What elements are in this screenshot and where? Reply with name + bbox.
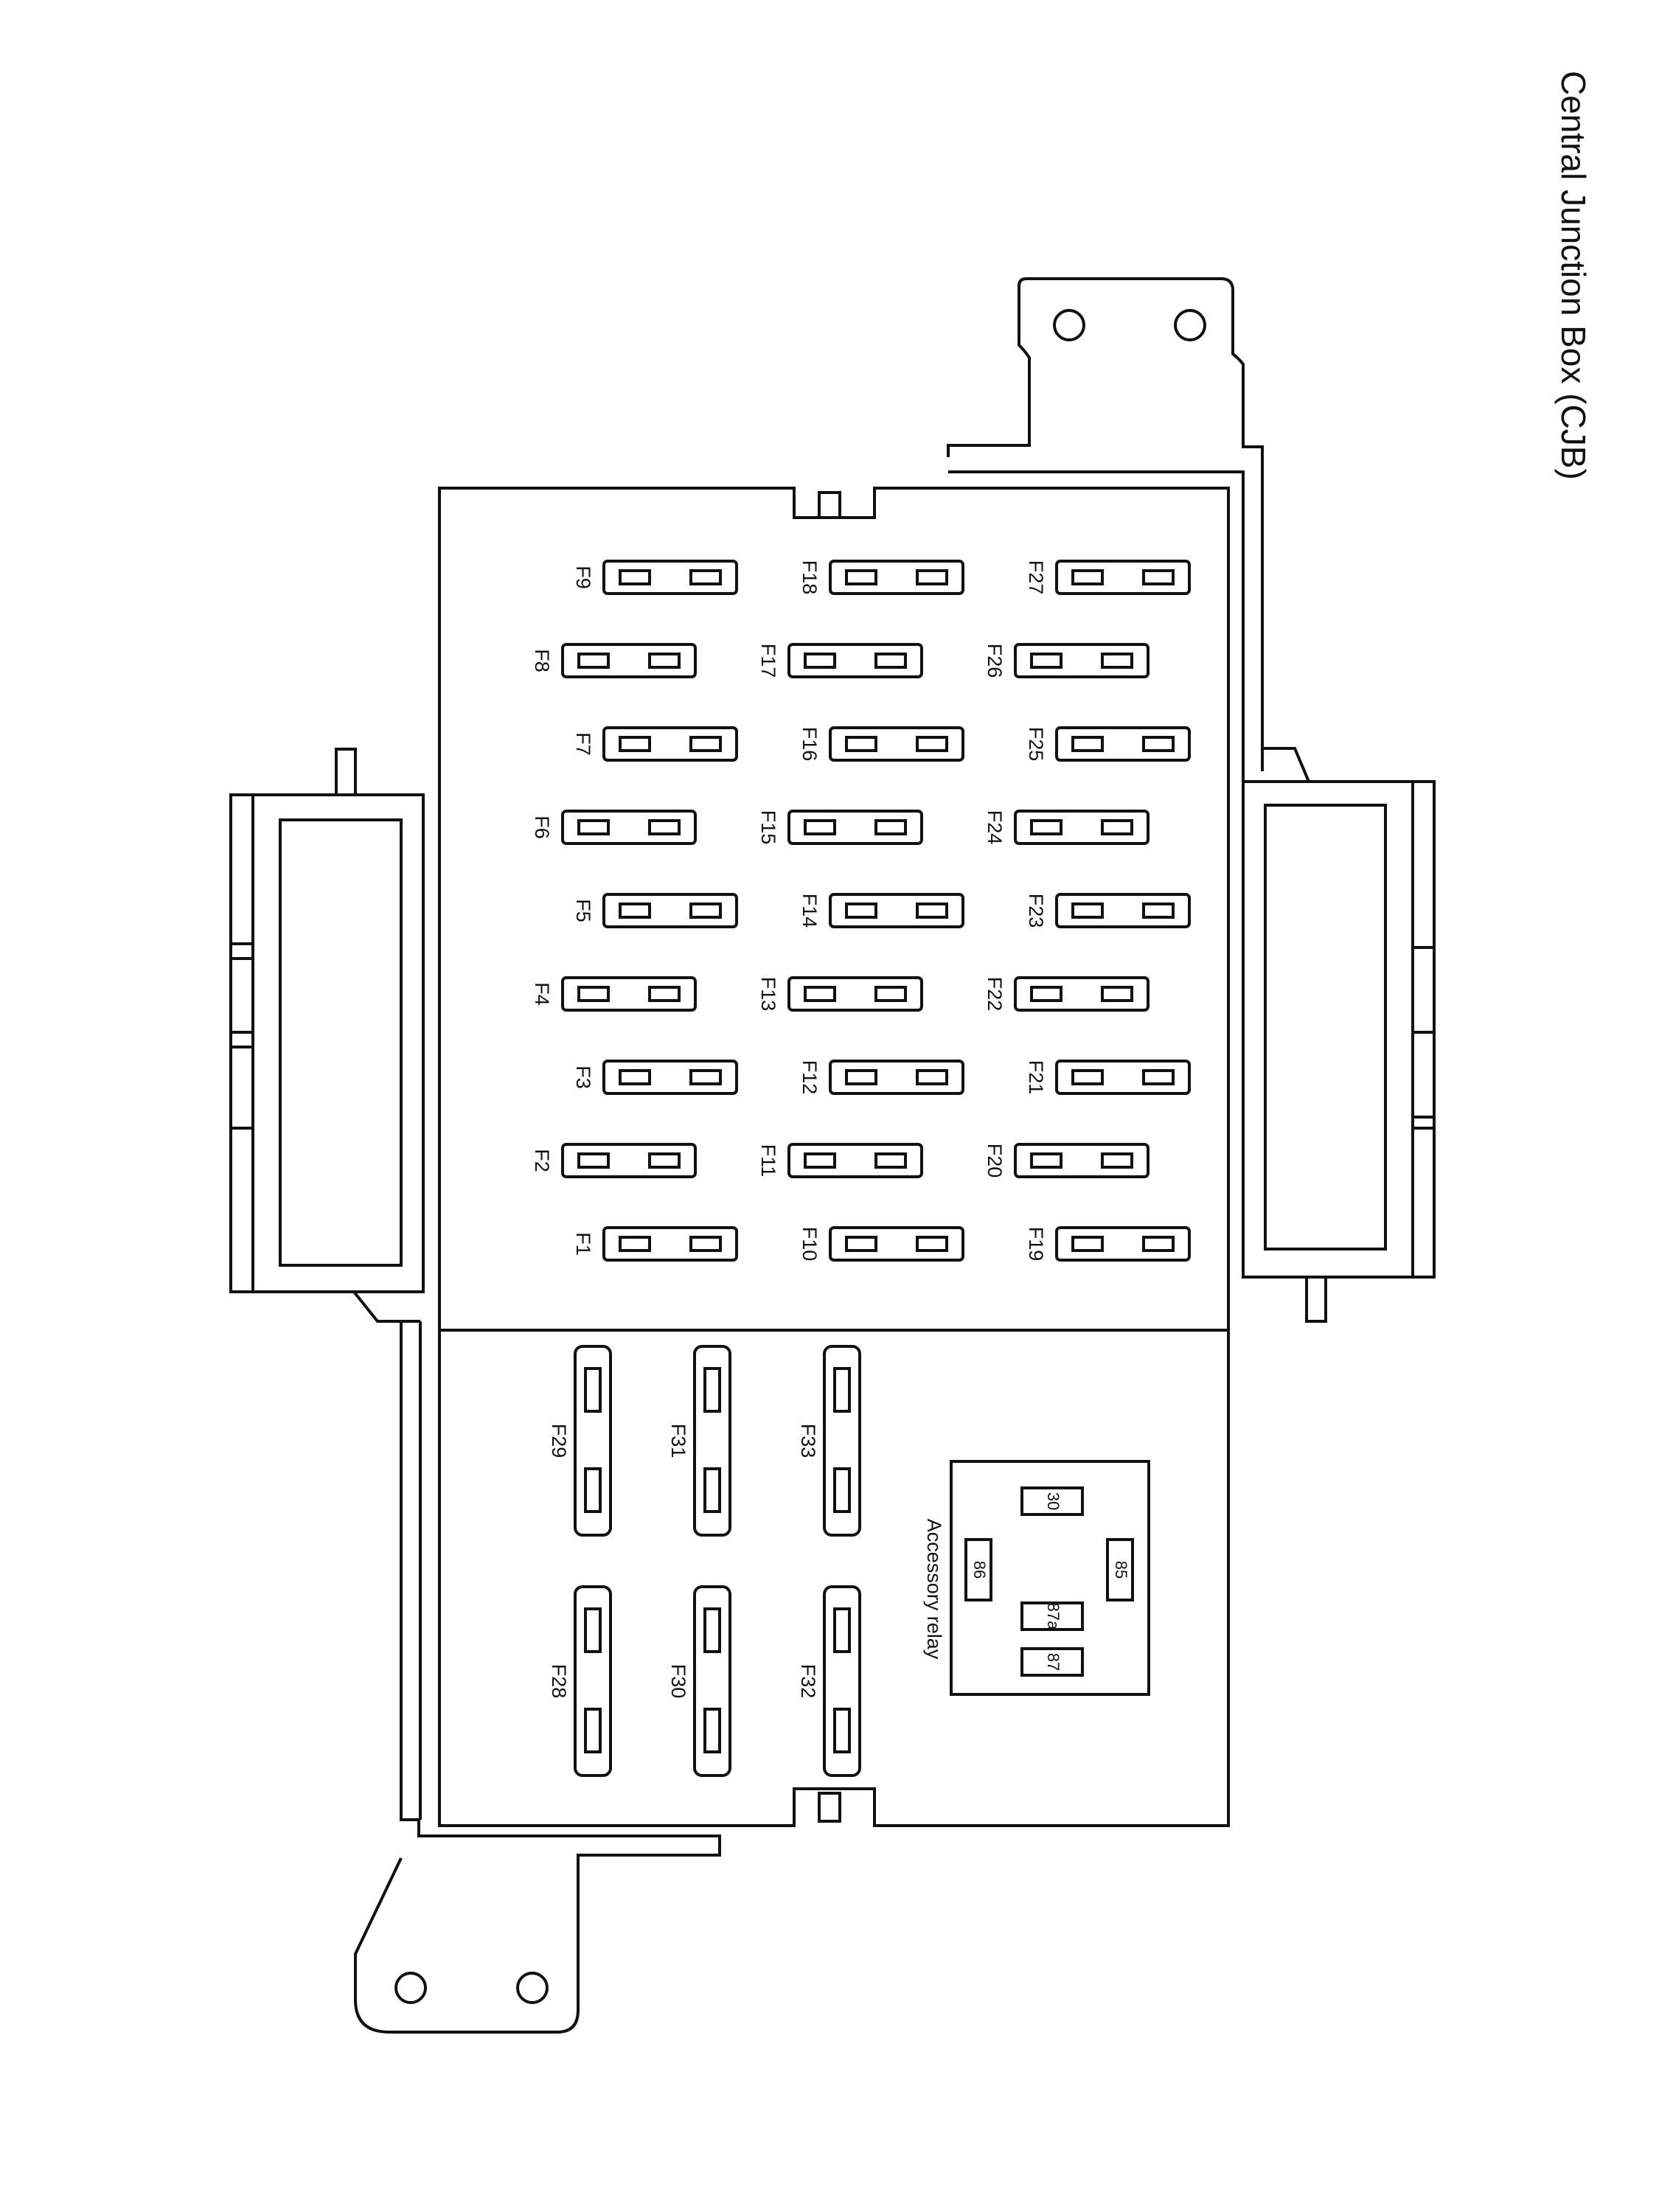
fuse-f2: F2 <box>531 1143 697 1178</box>
fuse-label: F29 <box>548 1424 570 1458</box>
relay-pin-label: 85 <box>1112 1561 1130 1579</box>
fuse-f14: F14 <box>799 893 964 928</box>
relay-pin-label: 30 <box>1044 1492 1062 1510</box>
fuse-f31: F31 <box>667 1345 731 1537</box>
mount-hole-icon <box>394 1972 427 2004</box>
fuse-label: F14 <box>799 894 821 928</box>
mount-hole-icon <box>1053 309 1085 341</box>
fuse-label: F18 <box>799 560 821 595</box>
fuse-f32: F32 <box>797 1585 861 1777</box>
fuse-label: F5 <box>572 899 594 922</box>
fuse-label: F15 <box>757 810 779 845</box>
relay-pin-label: 86 <box>970 1561 989 1579</box>
fuse-label: F32 <box>797 1664 819 1699</box>
fuse-f19: F19 <box>1025 1226 1191 1262</box>
fuse-label: F26 <box>984 644 1006 678</box>
fuse-label: F6 <box>531 815 553 839</box>
fuse-f3: F3 <box>572 1060 738 1095</box>
fuse-f18: F18 <box>799 560 964 595</box>
fuse-f23: F23 <box>1025 893 1191 928</box>
relay-pin-86: 86 <box>964 1538 992 1601</box>
fuse-label: F20 <box>984 1144 1006 1178</box>
fuse-label: F30 <box>667 1664 689 1699</box>
fuse-label: F17 <box>757 644 779 678</box>
fuse-f15: F15 <box>757 810 923 845</box>
bottom-mounting-bracket <box>354 1321 721 2034</box>
fuse-label: F28 <box>548 1664 570 1699</box>
diagram-title: Central Junction Box (CJB) <box>1554 71 1593 480</box>
fuse-f22: F22 <box>984 976 1150 1012</box>
mount-hole-icon <box>516 1972 549 2004</box>
relay-pin-87: 87 <box>1020 1647 1084 1677</box>
fuse-label: F12 <box>799 1060 821 1095</box>
fuse-f9: F9 <box>572 560 738 595</box>
relay-pin-30: 30 <box>1020 1486 1084 1516</box>
relay-pin-85: 85 <box>1106 1538 1134 1601</box>
top-mounting-bracket <box>947 277 1264 786</box>
accessory-relay: Accessory relay 30 86 85 87a 87 <box>923 1460 1150 1696</box>
fuse-label: F13 <box>757 977 779 1012</box>
fuse-label: F11 <box>757 1144 779 1178</box>
fuse-f5: F5 <box>572 893 738 928</box>
fuse-f21: F21 <box>1025 1060 1191 1095</box>
fuse-f16: F16 <box>799 726 964 762</box>
fuse-label: F10 <box>799 1227 821 1262</box>
fuse-f24: F24 <box>984 810 1150 845</box>
fuse-label: F25 <box>1025 727 1047 762</box>
mount-hole-icon <box>1174 309 1206 341</box>
fuse-label: F33 <box>797 1424 819 1458</box>
fuse-f7: F7 <box>572 726 738 762</box>
fuse-f12: F12 <box>799 1060 964 1095</box>
fuse-label: F16 <box>799 727 821 762</box>
fuse-f25: F25 <box>1025 726 1191 762</box>
fuse-f20: F20 <box>984 1143 1150 1178</box>
fuse-label: F22 <box>984 977 1006 1012</box>
fuse-f8: F8 <box>531 643 697 678</box>
fuse-label: F24 <box>984 810 1006 845</box>
fuse-f10: F10 <box>799 1226 964 1262</box>
fuse-f11: F11 <box>757 1143 923 1178</box>
fuse-f30: F30 <box>667 1585 731 1777</box>
fuse-f1: F1 <box>572 1226 738 1262</box>
fuse-label: F23 <box>1025 894 1047 928</box>
fuse-f29: F29 <box>548 1345 612 1537</box>
fuse-label: F27 <box>1025 560 1047 595</box>
fuse-label: F1 <box>572 1232 594 1256</box>
fuse-label: F19 <box>1025 1227 1047 1262</box>
relay-pin-87a: 87a <box>1020 1601 1084 1631</box>
fuse-f27: F27 <box>1025 560 1191 595</box>
fuse-f33: F33 <box>797 1345 861 1537</box>
fuse-label: F4 <box>531 982 553 1006</box>
fuse-label: F7 <box>572 732 594 756</box>
fuse-f26: F26 <box>984 643 1150 678</box>
fuse-label: F8 <box>531 649 553 672</box>
fuse-f28: F28 <box>548 1585 612 1777</box>
fuse-label: F31 <box>667 1424 689 1458</box>
fuse-f17: F17 <box>757 643 923 678</box>
fuse-label: F3 <box>572 1065 594 1089</box>
fuse-label: F21 <box>1025 1060 1047 1095</box>
fuse-f13: F13 <box>757 976 923 1012</box>
relay-pin-label: 87a <box>1044 1603 1062 1630</box>
fuse-f6: F6 <box>531 810 697 845</box>
relay-pin-label: 87 <box>1044 1653 1062 1671</box>
mini-fuse-panel: F9F8F7F6F5F4F3F2F1F18F17F16F15F14F13F12F… <box>531 560 1191 1262</box>
fuse-label: F9 <box>572 566 594 589</box>
fuse-f4: F4 <box>531 976 697 1012</box>
right-connector <box>1242 747 1436 1323</box>
left-connector <box>229 748 425 1323</box>
fuse-label: F2 <box>531 1149 553 1172</box>
accessory-relay-label: Accessory relay <box>923 1519 945 1660</box>
